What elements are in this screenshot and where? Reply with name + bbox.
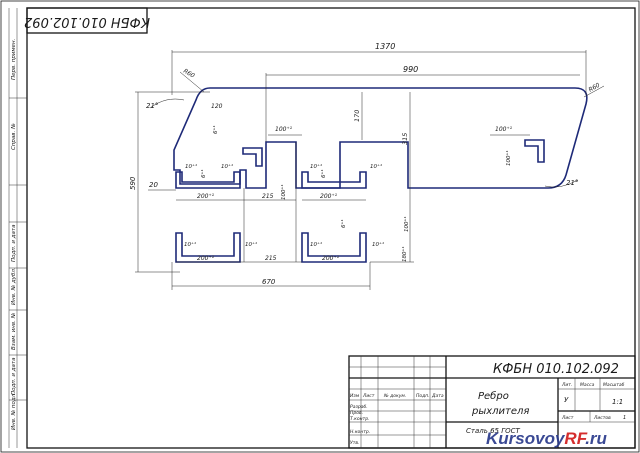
scale-label: Масштаб (603, 382, 625, 388)
stamp-inv-dubl: Инв. № дубл. (11, 267, 17, 305)
mass-label: Масса (580, 382, 595, 388)
part-outline (173, 87, 588, 263)
title-block: КФБН 010.102.092 Изм Лист № докум. Подп.… (348, 355, 636, 449)
dim-tab-10-b: 10⁺¹ (221, 163, 233, 170)
stamp-perv-primen: Перв. примен. (11, 38, 17, 80)
dim-200-d: 200⁺¹ (322, 255, 340, 262)
sheets-label: Листов (593, 415, 611, 421)
title-document-code: КФБН 010.102.092 (493, 362, 619, 377)
part-name-line2: рыхлителя (471, 406, 529, 417)
material-label: Сталь 65 ГОСТ (466, 427, 521, 435)
dim-670: 670 (262, 278, 276, 286)
dim-slot-h-100-b: 100⁺¹ (280, 184, 287, 200)
dim-thick-6-b: 6⁺¹ (200, 169, 207, 178)
dim-990: 990 (403, 65, 418, 74)
dim-angle-right: 21° (566, 179, 578, 187)
rotated-code-box: КФБН 010.102.092 (24, 7, 150, 34)
stamp-sprav: Справ. № (11, 123, 17, 150)
dim-tab-10-a: 10⁺¹ (185, 163, 197, 170)
hdr-data: Дата (431, 393, 444, 399)
dim-170: 170 (353, 110, 361, 122)
side-stamp-column: Инв. № подл. Подп. и дата Взам. инв. № И… (8, 8, 27, 448)
dim-r60-right: R60 (588, 82, 602, 94)
watermark-text-a: Kursovoy (486, 429, 566, 448)
hdr-podp: Подп. (416, 393, 430, 399)
row-razrab: Разраб. (350, 404, 368, 410)
dim-180: 180⁺¹ (401, 246, 408, 262)
dim-thick-6-a: 6⁺¹ (212, 125, 219, 134)
letter-value: У (564, 396, 569, 404)
dim-tab-10-e: 10⁺¹ (184, 241, 196, 248)
dim-215-b: 215 (265, 255, 277, 262)
hdr-dokum: № докум. (383, 393, 406, 399)
svg-text:KursovoyRF.ru: KursovoyRF.ru (486, 429, 608, 448)
hdr-list: Лист (362, 393, 375, 399)
dim-tab-10-d: 10⁺¹ (370, 163, 382, 170)
dim-590: 590 (129, 176, 137, 190)
dim-tab-10-c: 10⁺¹ (310, 163, 322, 170)
dim-tab-10-h: 10⁺¹ (372, 241, 384, 248)
dimension-labels: 1370 990 590 20 670 170 315 R60 R60 120 … (129, 42, 601, 286)
hdr-izm: Изм (350, 393, 360, 399)
dim-slot-100-b: 100⁺¹ (495, 126, 513, 133)
dim-120: 120 (211, 103, 223, 110)
dim-100-mid: 100⁺¹ (403, 216, 410, 232)
row-tkontr: Т.контр. (350, 416, 370, 422)
dim-thick-6-c: 6⁺¹ (320, 169, 327, 178)
part-name-line1: Ребро (478, 390, 509, 402)
site-watermark: KursovoyRF.ru (486, 429, 608, 448)
inner-frame (26, 7, 636, 449)
dim-angle-left: 21° (146, 102, 158, 110)
row-utv: Утв. (350, 440, 359, 446)
row-prov: Пров. (350, 410, 363, 416)
lit-label: Лит. (561, 382, 572, 388)
dim-tab-10-f: 10⁺¹ (245, 241, 257, 248)
row-nkontr: Н.контр. (350, 429, 370, 435)
stamp-podp-data-1: Подп. и дата (11, 357, 17, 395)
dim-315: 315 (401, 133, 409, 145)
dimension-lines (135, 50, 605, 290)
rotated-document-code: КФБН 010.102.092 (24, 14, 150, 29)
dim-slot-100-a: 100⁺¹ (275, 126, 293, 133)
watermark-text-b: RF (564, 429, 587, 448)
scale-value: 1:1 (612, 398, 623, 406)
dim-thick-6-d: 6⁺¹ (340, 219, 347, 228)
dim-slot-h-100-a: 100⁺¹ (505, 150, 512, 166)
dim-200-c: 200⁺¹ (197, 255, 215, 262)
stamp-vzam-inv: Взам. инв. № (11, 312, 17, 350)
stamp-inv-podl: Инв. № подл. (11, 392, 17, 430)
dim-tab-10-g: 10⁺¹ (310, 241, 322, 248)
dim-20: 20 (149, 181, 158, 189)
watermark-text-c: .ru (585, 429, 607, 448)
dim-r60-left: R60 (182, 68, 196, 80)
dim-200-b: 200⁺¹ (320, 193, 338, 200)
sheet-label: Лист (561, 415, 574, 421)
dim-1370: 1370 (375, 42, 395, 51)
dim-215-a: 215 (262, 193, 274, 200)
stamp-podp-data-2: Подп. и дата (11, 224, 17, 262)
sheets-value: 1 (623, 415, 626, 421)
dim-200-a: 200⁺¹ (197, 193, 215, 200)
